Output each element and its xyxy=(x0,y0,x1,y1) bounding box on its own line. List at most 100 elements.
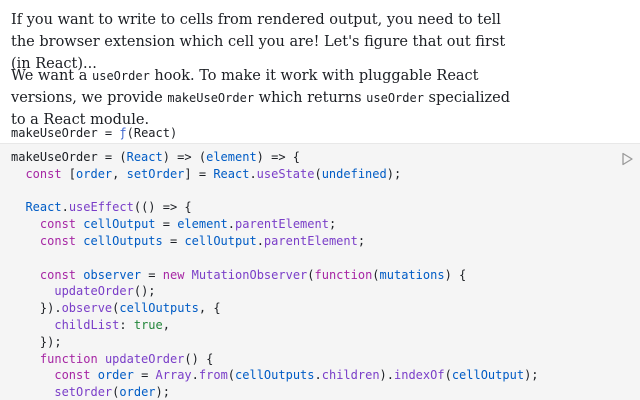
code-token: const xyxy=(39,217,77,232)
code-token: const xyxy=(25,166,62,181)
code-token: ) { xyxy=(444,267,467,282)
code-line[interactable]: updateOrder(); xyxy=(11,283,539,300)
function-glyph: ƒ xyxy=(119,126,127,140)
code-token: parentElement xyxy=(263,233,358,248)
code-token: ] = xyxy=(184,166,214,181)
code-token: = xyxy=(141,267,163,282)
code-token xyxy=(11,234,40,248)
code-token: updateOrder xyxy=(104,351,185,366)
code-token: . xyxy=(314,368,322,383)
code-token: setOrder xyxy=(126,166,185,181)
code-token: cellOutput xyxy=(83,217,156,232)
code-token: updateOrder xyxy=(54,284,134,299)
cell-output-equals: = xyxy=(97,126,120,140)
code-token: . xyxy=(249,166,257,181)
code-token: mutations xyxy=(379,267,445,282)
code-token: , xyxy=(162,317,170,332)
play-icon xyxy=(622,152,633,166)
code-token: indexOf xyxy=(394,368,445,383)
code-token xyxy=(11,217,40,231)
code-line[interactable] xyxy=(11,250,539,267)
code-token: ); xyxy=(386,166,402,181)
cell-output-args: (React) xyxy=(126,126,178,140)
code-token: React xyxy=(25,200,62,215)
code-token: }); xyxy=(11,334,62,349)
code-token xyxy=(11,284,54,298)
code-token: , { xyxy=(198,301,221,316)
code-token: ( xyxy=(307,267,315,282)
code-token: parentElement xyxy=(235,217,329,232)
inline-code: useOrder xyxy=(366,91,424,105)
code-token: ); xyxy=(524,368,539,383)
code-token xyxy=(11,318,54,332)
code-token: function xyxy=(39,351,98,366)
code-token: new xyxy=(162,267,185,282)
cell-output-name: makeUseOrder xyxy=(11,126,98,140)
code-token: = xyxy=(133,368,156,383)
code-line[interactable]: const cellOutput = element.parentElement… xyxy=(11,216,539,233)
code-token xyxy=(98,352,105,366)
code-line[interactable]: setOrder(order); xyxy=(11,384,539,400)
code-token: React xyxy=(213,166,250,181)
code-line[interactable]: const observer = new MutationObserver(fu… xyxy=(11,267,539,284)
code-line[interactable]: function updateOrder() { xyxy=(11,351,539,368)
paragraph-text: specialized to a React module. xyxy=(11,90,511,128)
code-token: , xyxy=(112,166,127,181)
code-token: ; xyxy=(328,217,337,232)
code-token xyxy=(90,368,97,382)
code-line[interactable] xyxy=(11,183,539,200)
code-token: ) => { xyxy=(256,150,301,164)
code-token: cellOutput xyxy=(451,368,525,383)
code-token: MutationObserver xyxy=(191,267,308,282)
code-token: childList xyxy=(54,317,120,332)
run-cell-button[interactable] xyxy=(620,152,634,166)
code-line[interactable]: makeUseOrder = (React) => (element) => { xyxy=(11,149,539,166)
paragraph-text: hook. To make it work with pluggable Rea… xyxy=(11,68,479,106)
code-line[interactable]: const [order, setOrder] = React.useState… xyxy=(11,166,539,183)
paragraph-text: We want a xyxy=(11,68,92,84)
code-token: = xyxy=(162,233,185,248)
code-token: children xyxy=(321,368,380,383)
code-token: ( xyxy=(314,166,322,181)
code-line[interactable]: childList: true, xyxy=(11,317,539,334)
code-token: = ( xyxy=(97,150,127,164)
code-token xyxy=(11,200,25,214)
code-token: const xyxy=(39,233,77,248)
code-line[interactable]: }).observe(cellOutputs, { xyxy=(11,300,539,317)
code-token: ( xyxy=(227,368,236,383)
code-token: React xyxy=(126,150,163,164)
paragraph-intro: If you want to write to cells from rende… xyxy=(11,12,506,72)
code-line[interactable]: const order = Array.from(cellOutputs.chi… xyxy=(11,367,539,384)
code-token: (() => { xyxy=(133,200,192,215)
code-token xyxy=(11,167,25,181)
code-token: undefined xyxy=(321,166,387,181)
code-editor[interactable]: makeUseOrder = (React) => (element) => {… xyxy=(0,143,640,400)
code-token: from xyxy=(198,368,228,383)
code-token: cellOutput xyxy=(184,233,257,248)
code-token: makeUseOrder xyxy=(11,150,98,164)
code-line[interactable]: React.useEffect(() => { xyxy=(11,199,539,216)
code-line[interactable]: const cellOutputs = cellOutput.parentEle… xyxy=(11,233,539,250)
code-token xyxy=(11,352,40,366)
code-token: order xyxy=(97,368,134,383)
code-token: function xyxy=(314,267,373,282)
code-token: ( xyxy=(444,368,452,383)
code-token: cellOutputs xyxy=(235,368,315,383)
code-token: setOrder xyxy=(54,385,113,400)
code-token xyxy=(11,368,54,382)
code-token: ). xyxy=(379,368,394,383)
code-token: observe xyxy=(61,301,113,316)
code-token: cellOutputs xyxy=(119,301,199,316)
code-content[interactable]: makeUseOrder = (React) => (element) => {… xyxy=(11,149,539,400)
code-token: ( xyxy=(372,267,380,282)
code-token: order xyxy=(76,166,113,181)
code-token: observer xyxy=(83,267,142,282)
code-token: useEffect xyxy=(68,200,134,215)
code-token: . xyxy=(256,233,264,248)
code-line[interactable]: }); xyxy=(11,334,539,351)
code-token: useState xyxy=(256,166,315,181)
code-token: : xyxy=(119,317,134,332)
code-token: true xyxy=(133,317,163,332)
code-token: . xyxy=(61,200,69,215)
code-token: Array xyxy=(155,368,192,383)
